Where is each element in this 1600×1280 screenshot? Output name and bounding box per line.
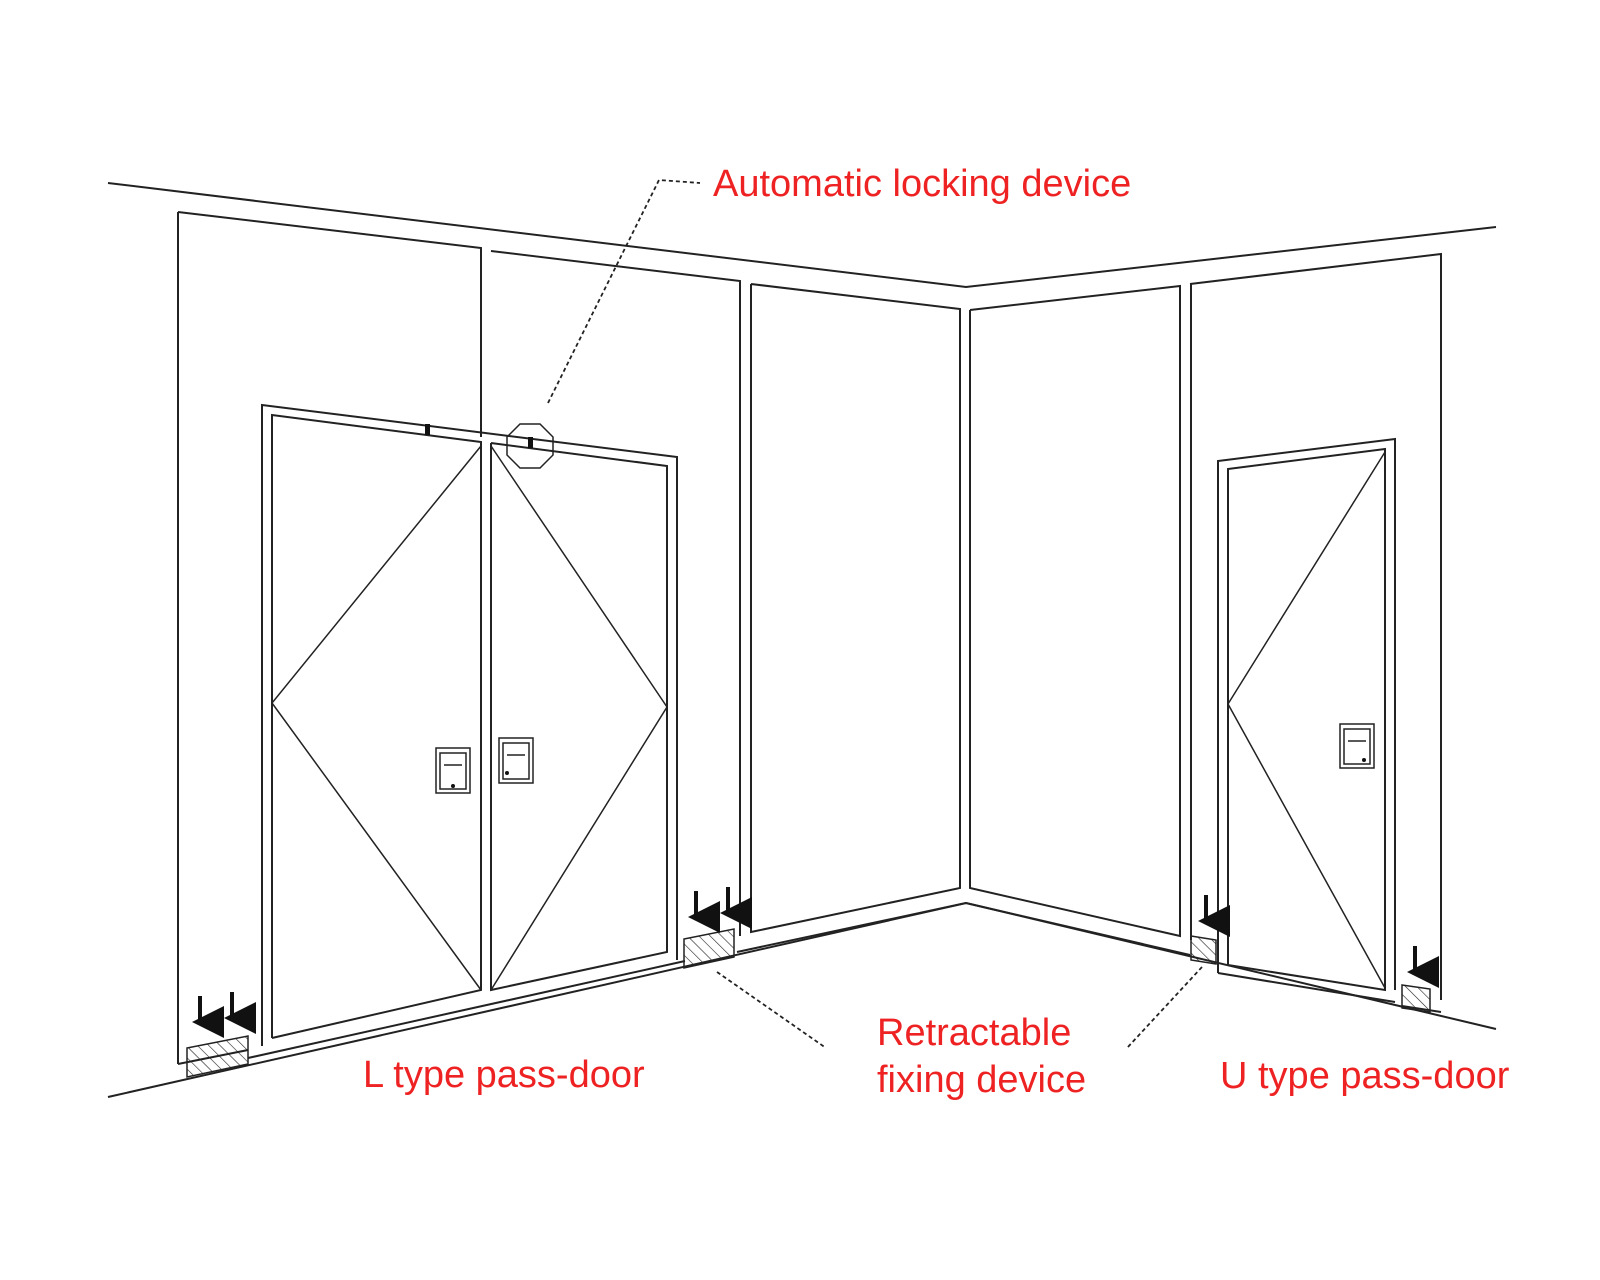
l-type-pass-door-label: L type pass-door	[363, 1054, 645, 1096]
retractable-fixing-device-label-line1: Retractable	[877, 1012, 1072, 1054]
leader-lines	[547, 179, 1203, 1049]
lock-marker-right	[528, 437, 533, 448]
door-window-icon	[1339, 723, 1375, 769]
hatched-block-icon	[1190, 935, 1217, 965]
down-arrows	[192, 887, 1439, 1038]
left-wall	[177, 211, 967, 1065]
u-type-pass-door	[1217, 437, 1442, 1013]
right-wall	[965, 252, 1442, 1000]
lock-marker-left	[425, 424, 430, 435]
l-type-pass-door	[261, 403, 678, 1046]
door-window-icon	[435, 747, 471, 794]
u-type-pass-door-label: U type pass-door	[1220, 1055, 1510, 1097]
door-window-icon	[498, 737, 534, 784]
hatched-block-icon	[186, 1035, 249, 1078]
automatic-locking-device-label: Automatic locking device	[713, 163, 1132, 205]
hatched-block-icon	[683, 928, 735, 969]
octagon-marker-icon	[506, 423, 554, 469]
hatched-block-icon	[1401, 984, 1431, 1013]
retractable-fixing-device-label-line2: fixing device	[877, 1059, 1087, 1101]
room-outline	[107, 182, 1497, 1098]
